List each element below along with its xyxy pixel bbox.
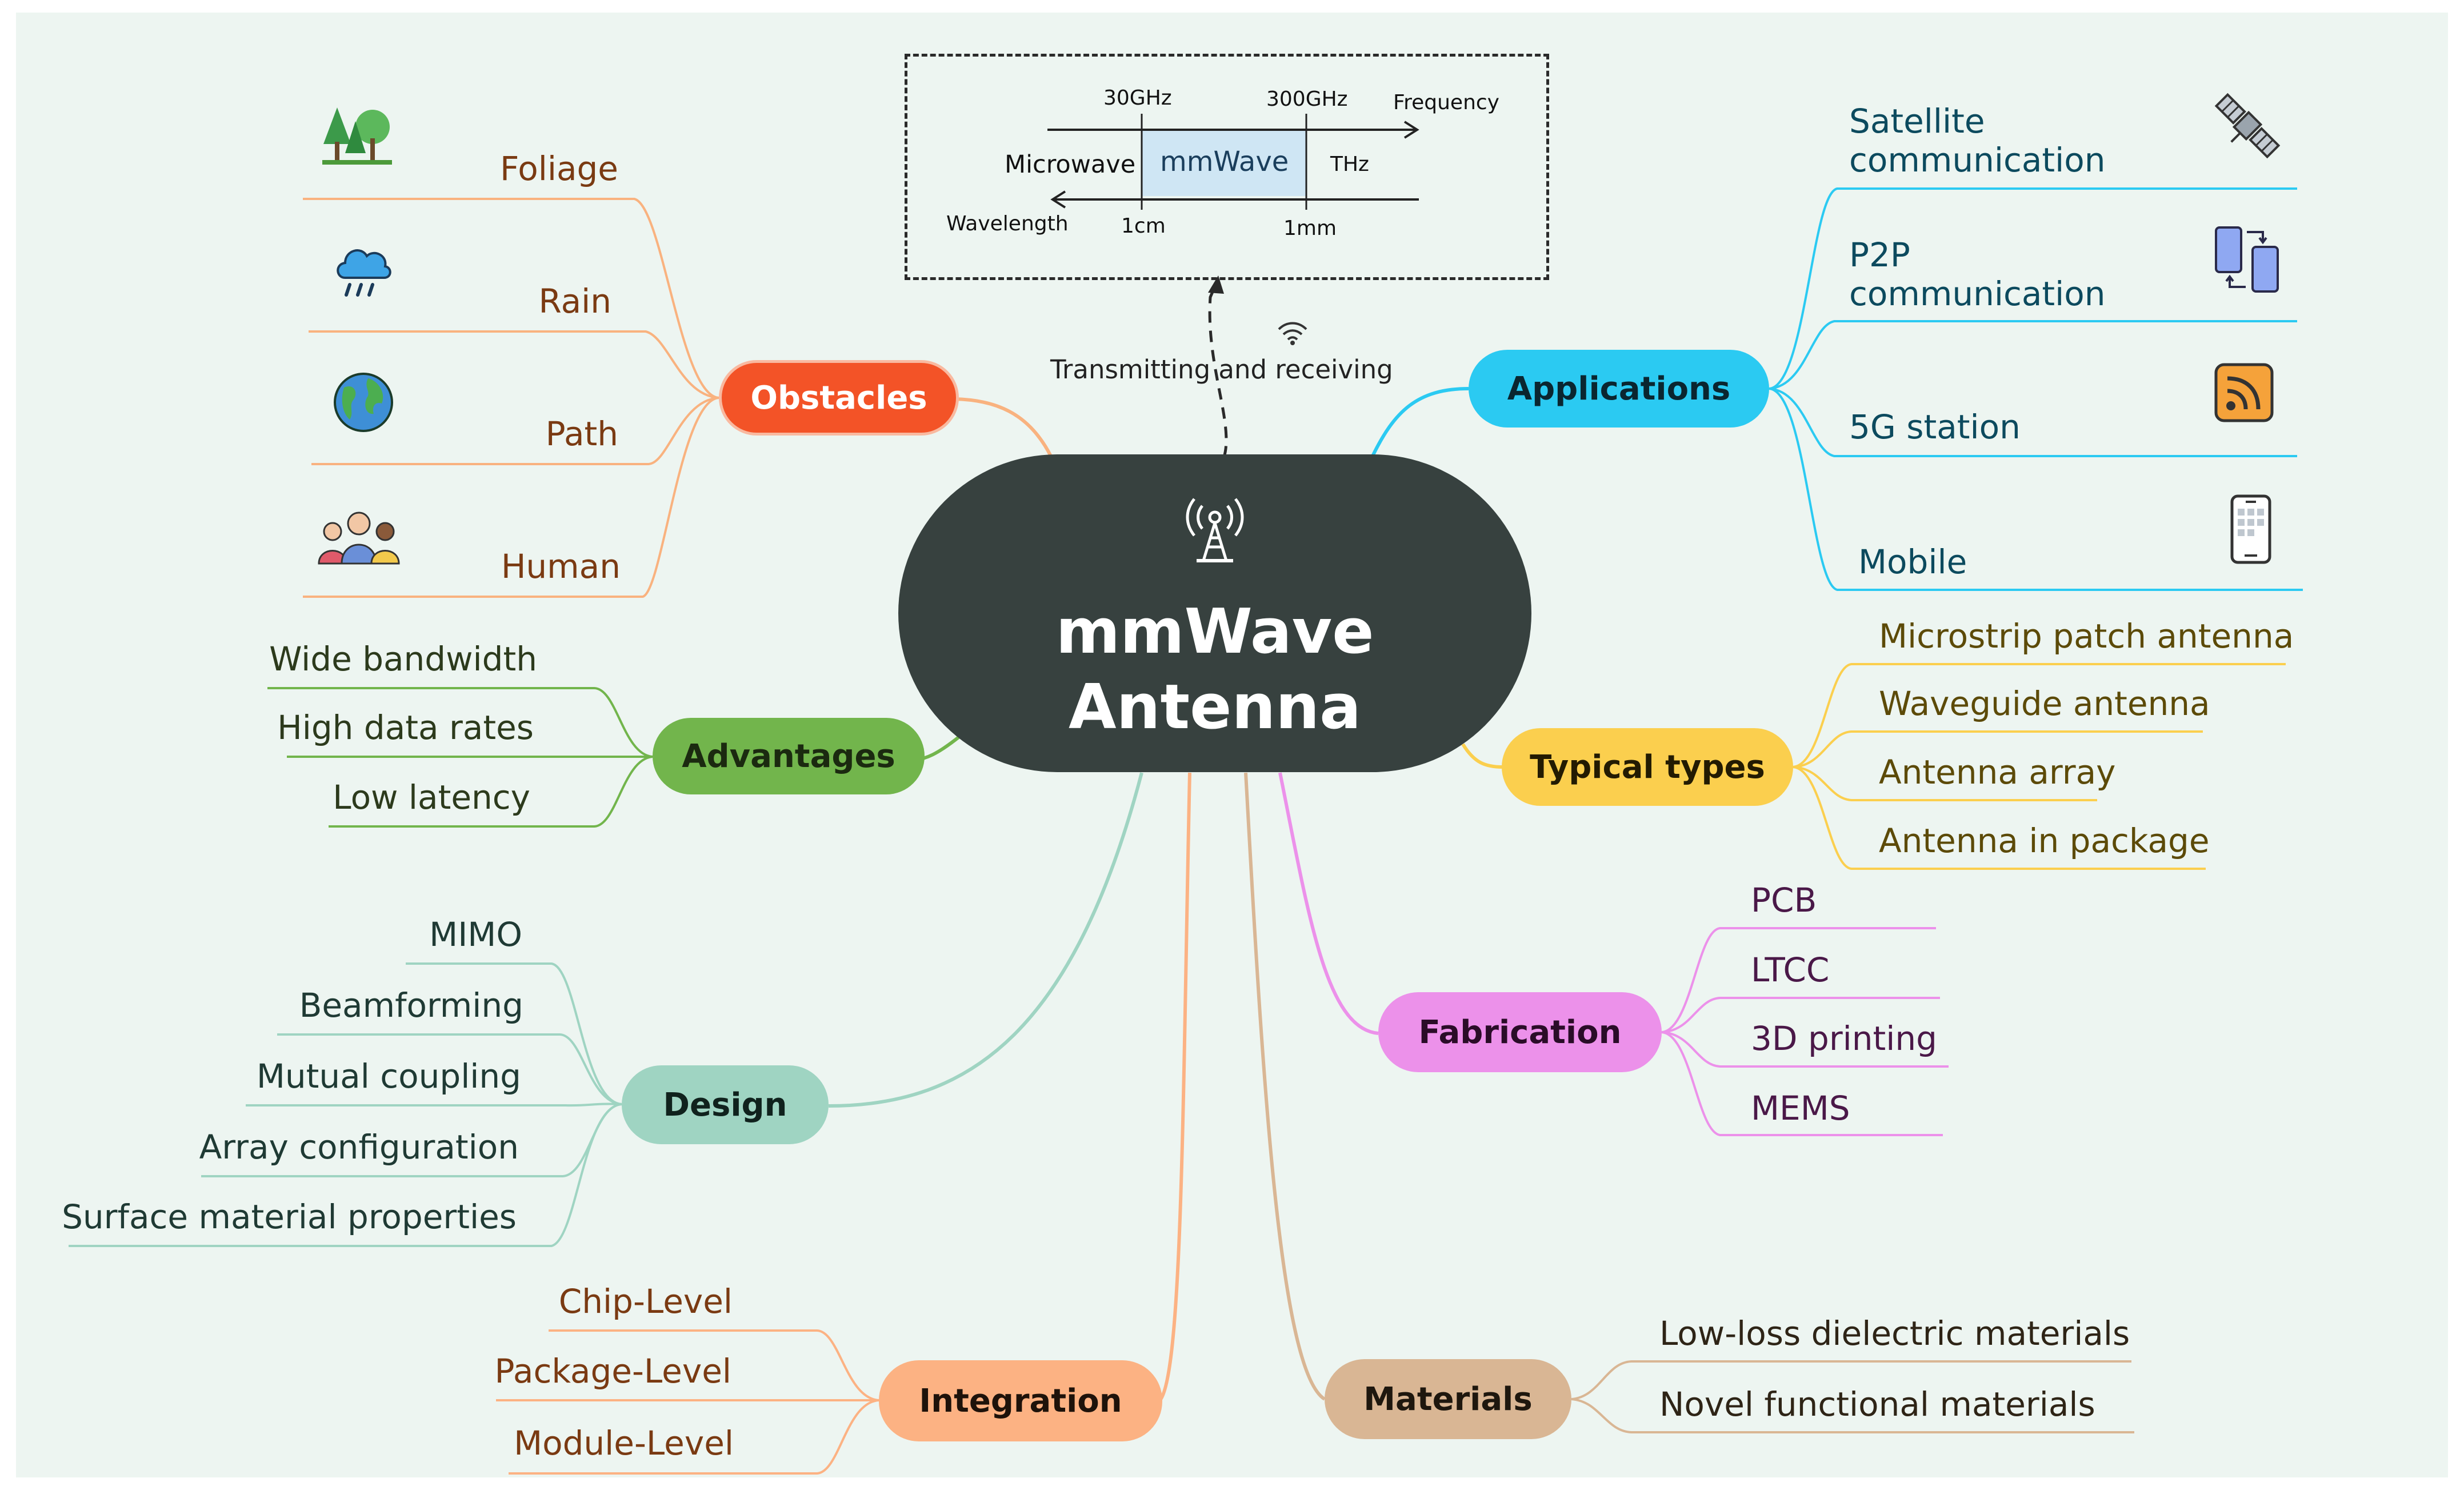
hub-materials-label: Materials: [1363, 1380, 1533, 1418]
satellite-icon: [2214, 93, 2281, 159]
tick-30ghz: 30GHz: [1103, 86, 1172, 110]
spectrum-axes: [1047, 114, 1419, 210]
hub-integration-label: Integration: [919, 1382, 1122, 1420]
frequency-label: Frequency: [1393, 91, 1499, 114]
hub-typical-types-label: Typical types: [1530, 748, 1765, 786]
central-title: mmWave Antenna: [898, 594, 1531, 745]
advantage-low-latency: Low latency: [333, 778, 530, 817]
transmit-label: Transmitting and receiving: [1050, 354, 1393, 385]
tick-1cm: 1cm: [1121, 214, 1166, 238]
hub-design[interactable]: Design: [622, 1065, 829, 1144]
material-low-loss-dielectric: Low-loss dielectric materials: [1659, 1314, 2130, 1353]
application-p2p-line2: communication: [1849, 274, 2106, 314]
type-antenna-in-package: Antenna in package: [1879, 821, 2210, 860]
application-p2p-line1: P2P: [1849, 235, 1910, 274]
thz-label: THz: [1330, 153, 1369, 176]
central-title-line1: mmWave: [1055, 596, 1374, 668]
obstacle-human: Human: [501, 547, 621, 586]
central-node: mmWave Antenna: [898, 454, 1531, 772]
hub-advantages[interactable]: Advantages: [653, 718, 925, 794]
wifi-signal-icon: [1278, 322, 1307, 345]
design-mutual-coupling: Mutual coupling: [256, 1057, 521, 1096]
application-satellite-line2: communication: [1849, 141, 2106, 180]
application-p2p-communication: P2P communication: [1849, 235, 2106, 314]
tick-300ghz: 300GHz: [1266, 87, 1348, 111]
application-mobile: Mobile: [1858, 542, 1967, 581]
design-array-configuration: Array configuration: [199, 1128, 519, 1167]
mmwave-band: [1142, 129, 1306, 196]
material-novel-functional: Novel functional materials: [1659, 1385, 2095, 1424]
hub-typical-types[interactable]: Typical types: [1502, 728, 1793, 806]
hub-obstacles[interactable]: Obstacles: [719, 360, 959, 436]
fabrication-pcb: PCB: [1751, 881, 1817, 920]
design-mimo: MIMO: [429, 915, 522, 954]
design-beamforming: Beamforming: [299, 986, 523, 1025]
advantage-wide-bandwidth: Wide bandwidth: [269, 640, 537, 678]
hub-obstacles-label: Obstacles: [750, 379, 927, 417]
obstacle-foliage: Foliage: [499, 149, 618, 188]
globe-icon: [334, 373, 393, 432]
design-surface-material-properties: Surface material properties: [62, 1197, 517, 1236]
type-microstrip-patch-antenna: Microstrip patch antenna: [1879, 617, 2294, 656]
integration-chip-level: Chip-Level: [558, 1282, 733, 1321]
fabrication-mems: MEMS: [1751, 1089, 1850, 1128]
hub-applications-label: Applications: [1507, 370, 1731, 408]
trees-icon: [322, 107, 392, 165]
application-5g-station: 5G station: [1849, 408, 2021, 446]
hub-applications[interactable]: Applications: [1469, 350, 1769, 428]
rain-cloud-icon: [337, 249, 391, 297]
phones-transfer-icon: [2215, 226, 2279, 293]
mmwave-band-label: mmWave: [1160, 146, 1289, 178]
hub-fabrication-label: Fabrication: [1418, 1013, 1622, 1051]
hub-materials[interactable]: Materials: [1325, 1359, 1571, 1439]
people-icon: [318, 512, 400, 565]
tick-1mm: 1mm: [1283, 217, 1337, 240]
spectrum-diagram: 30GHz 300GHz Frequency Microwave mmWave …: [905, 54, 1549, 280]
application-satellite-line1: Satellite: [1849, 102, 1985, 141]
hub-fabrication[interactable]: Fabrication: [1378, 992, 1662, 1072]
smartphone-icon: [2230, 494, 2271, 564]
type-antenna-array: Antenna array: [1879, 753, 2116, 792]
application-satellite-communication: Satellite communication: [1849, 102, 2106, 180]
obstacle-path: Path: [545, 414, 618, 453]
type-waveguide-antenna: Waveguide antenna: [1879, 684, 2210, 723]
fabrication-ltcc: LTCC: [1751, 950, 1830, 989]
integration-package-level: Package-Level: [494, 1352, 731, 1391]
fabrication-3d-printing: 3D printing: [1751, 1019, 1937, 1058]
hub-integration[interactable]: Integration: [879, 1360, 1162, 1441]
antenna-tower-icon: [1186, 498, 1244, 562]
microwave-label: Microwave: [1005, 150, 1136, 179]
advantage-high-data-rates: High data rates: [277, 708, 534, 747]
hub-design-label: Design: [663, 1086, 787, 1124]
rss-feed-icon: [2214, 363, 2274, 422]
integration-module-level: Module-Level: [514, 1424, 734, 1463]
obstacle-rain: Rain: [538, 282, 611, 321]
hub-advantages-label: Advantages: [682, 737, 895, 775]
central-title-line2: Antenna: [1069, 671, 1361, 743]
wavelength-label: Wavelength: [946, 212, 1069, 235]
